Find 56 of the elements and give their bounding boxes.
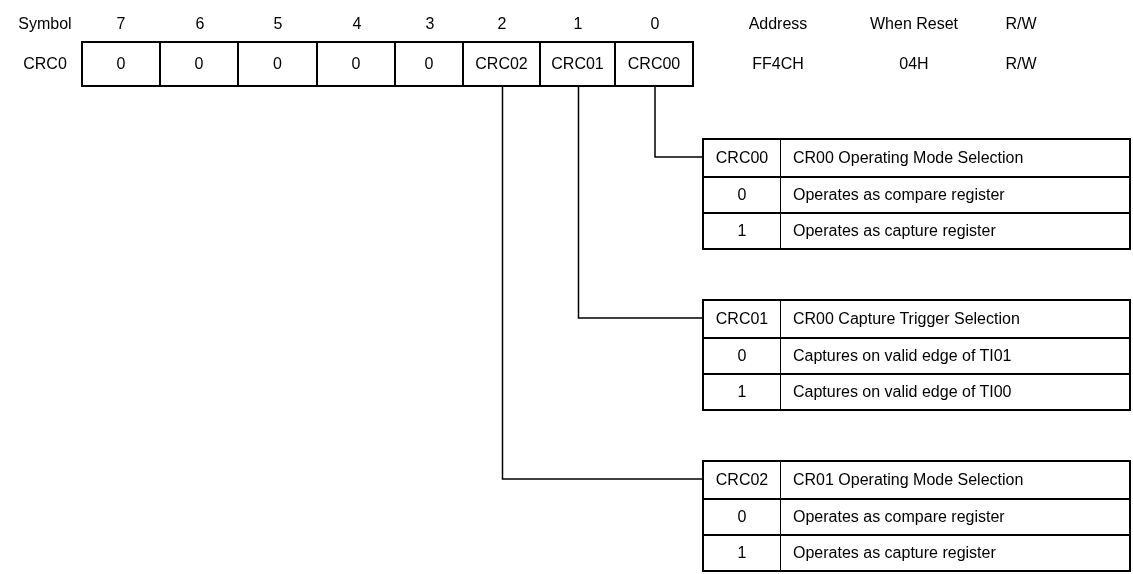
setting-description: Operates as capture register	[793, 221, 996, 241]
setting-description: CR01 Operating Mode Selection	[793, 470, 1024, 490]
bit-value: CRC01	[551, 54, 604, 74]
register-label: 6	[195, 14, 205, 34]
bit-cell	[394, 41, 464, 87]
setting-table	[702, 299, 1131, 411]
register-label: Address	[748, 14, 808, 34]
bit-setting: CRC02	[715, 470, 769, 490]
bit-setting: CRC00	[715, 148, 769, 168]
setting-description: CR00 Capture Trigger Selection	[793, 309, 1020, 329]
bit-cell	[237, 41, 318, 87]
setting-description: Captures on valid edge of TI01	[793, 346, 1012, 366]
bit-setting: 0	[737, 346, 747, 366]
setting-description: CR00 Operating Mode Selection	[793, 148, 1024, 168]
setting-description: Captures on valid edge of TI00	[793, 382, 1012, 402]
bit-value: 0	[273, 54, 282, 74]
setting-table	[702, 138, 1131, 250]
bit-value: 0	[194, 54, 204, 74]
bit-value: 0	[424, 54, 434, 74]
bit-value: 0	[351, 54, 361, 74]
bit-cell	[539, 41, 616, 87]
register-label: Symbol	[18, 14, 72, 34]
register-label: CRC0	[23, 54, 67, 74]
register-label: When Reset	[870, 14, 958, 34]
bit-cell	[316, 41, 396, 87]
connector-line	[501, 86, 703, 480]
register-label: 1	[573, 14, 583, 34]
connector-line	[654, 86, 703, 158]
bit-setting: 1	[737, 221, 747, 241]
register-label: R/W	[1005, 54, 1037, 74]
register-label: FF4CH	[752, 54, 804, 74]
bit-setting: 0	[737, 185, 747, 205]
connector-line	[577, 86, 703, 319]
bit-setting: 0	[737, 507, 747, 527]
register-label: 04H	[899, 54, 929, 74]
bit-setting: CRC01	[715, 309, 769, 329]
register-label: R/W	[1005, 14, 1037, 34]
bit-cell	[81, 41, 161, 87]
bit-setting: 1	[737, 382, 747, 402]
register-label: 5	[273, 14, 283, 34]
setting-description: Operates as compare register	[793, 507, 1005, 527]
register-label: 3	[425, 14, 435, 34]
bit-value: CRC00	[627, 54, 681, 74]
register-label: 4	[352, 14, 362, 34]
bit-value: CRC02	[475, 54, 528, 74]
register-label: 0	[650, 14, 660, 34]
bit-setting: 1	[737, 543, 747, 563]
register-label: 7	[116, 14, 126, 34]
bit-cell	[614, 41, 694, 87]
setting-table	[702, 460, 1131, 572]
setting-description: Operates as capture register	[793, 543, 996, 563]
bit-value: 0	[116, 54, 126, 74]
register-label: 2	[497, 14, 507, 34]
bit-cell	[462, 41, 541, 87]
setting-description: Operates as compare register	[793, 185, 1005, 205]
bit-cell	[159, 41, 239, 87]
